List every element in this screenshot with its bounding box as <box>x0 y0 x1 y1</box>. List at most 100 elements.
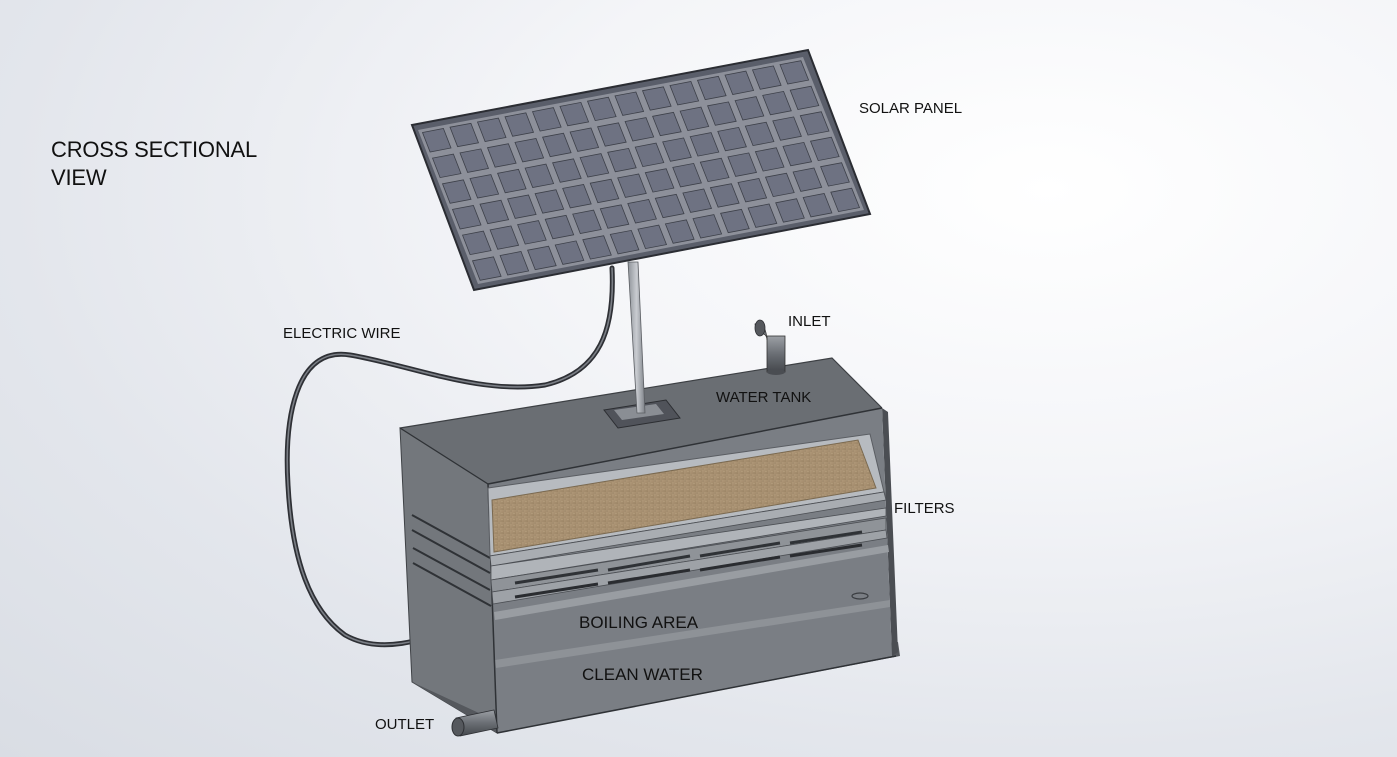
label-inlet: INLET <box>788 313 831 330</box>
solar-cell <box>672 162 702 188</box>
solar-cell <box>504 112 535 137</box>
solar-cell <box>775 198 805 223</box>
solar-cell <box>727 152 758 177</box>
solar-cell <box>586 96 617 122</box>
solar-cell <box>724 70 755 95</box>
solar-cell <box>542 132 572 158</box>
label-water-tank: WATER TANK <box>716 389 812 406</box>
solar-cell <box>820 162 850 187</box>
solar-cell <box>682 188 713 213</box>
solar-cell <box>459 148 490 173</box>
diagram-title: CROSS SECTIONAL VIEW <box>51 136 257 192</box>
solar-cell <box>544 214 575 240</box>
label-clean-water: CLEAN WATER <box>582 665 703 684</box>
solar-cell <box>489 225 520 250</box>
solar-cell <box>589 178 620 204</box>
solar-panel <box>410 48 872 292</box>
solar-cell <box>699 157 730 183</box>
solar-cell <box>799 111 830 136</box>
solar-cell <box>830 187 861 213</box>
solar-cell <box>624 117 655 142</box>
solar-cell <box>679 106 710 131</box>
solar-cell <box>792 167 823 192</box>
solar-cell <box>534 189 565 214</box>
solar-cell <box>471 256 502 281</box>
solar-cell <box>644 168 675 193</box>
solar-cell <box>782 141 813 167</box>
solar-cell <box>461 230 492 256</box>
solar-cell <box>499 251 530 276</box>
solar-cell <box>809 136 840 162</box>
label-solar-panel: SOLAR PANEL <box>859 100 963 117</box>
solar-cell <box>431 153 462 179</box>
solar-pole <box>627 261 646 414</box>
solar-cell <box>707 101 737 126</box>
solar-cell <box>507 194 537 219</box>
solar-cell <box>747 203 778 228</box>
sand-filter-layer <box>491 439 877 553</box>
solar-cell <box>524 163 555 188</box>
solar-cell <box>514 138 545 163</box>
solar-cell <box>669 81 700 106</box>
filters <box>487 433 888 605</box>
solar-cell <box>654 193 685 219</box>
label-outlet: OUTLET <box>375 716 435 733</box>
inlet-pipe <box>754 319 786 375</box>
solar-cell <box>451 205 482 230</box>
solar-cell <box>762 90 792 116</box>
solar-cell <box>696 75 727 101</box>
solar-cell <box>689 132 720 157</box>
solar-cell <box>497 168 527 194</box>
solar-cell <box>614 91 645 116</box>
solar-cell <box>634 142 665 168</box>
solar-cell <box>579 153 610 178</box>
solar-cell <box>664 219 695 244</box>
solar-cell <box>751 65 782 90</box>
solar-cell <box>802 193 833 218</box>
solar-cell <box>609 229 640 255</box>
solar-cell <box>449 122 480 148</box>
solar-cell <box>734 96 765 121</box>
solar-cell <box>421 128 452 153</box>
solar-cell <box>582 235 612 260</box>
solar-cell <box>737 178 768 203</box>
label-filters: FILTERS <box>894 500 955 517</box>
solar-cell <box>627 199 657 224</box>
solar-cell <box>517 220 547 245</box>
solar-cell <box>652 111 682 137</box>
solar-cell <box>554 240 585 265</box>
side-vents <box>411 514 492 607</box>
solar-cell <box>720 208 750 234</box>
solar-cell <box>662 137 692 162</box>
solar-cell <box>754 147 785 172</box>
solar-cell <box>441 179 472 204</box>
solar-cell <box>552 158 582 183</box>
title-line-2: VIEW <box>51 165 107 190</box>
solar-cell <box>641 86 672 111</box>
label-electric-wire: ELECTRIC WIRE <box>283 325 401 342</box>
solar-cell <box>597 122 627 147</box>
solar-cell <box>527 245 557 271</box>
solar-cell <box>476 117 507 142</box>
solar-cell <box>479 199 510 225</box>
solar-cell <box>717 126 747 152</box>
solar-cell <box>531 107 562 132</box>
solar-cell <box>572 209 602 234</box>
label-boiling-area: BOILING AREA <box>579 613 699 632</box>
solar-cell <box>469 174 500 199</box>
solar-cell <box>779 60 810 85</box>
solar-cell <box>789 85 820 110</box>
solar-cell <box>607 147 637 173</box>
solar-cell <box>709 183 740 208</box>
solar-cell <box>772 116 802 141</box>
solar-cell <box>562 184 592 209</box>
title-line-1: CROSS SECTIONAL <box>51 137 258 162</box>
solar-cell <box>692 214 723 239</box>
outlet-pipe <box>451 709 499 737</box>
solar-cell <box>744 121 775 147</box>
solar-cell <box>486 143 517 168</box>
solar-cell <box>599 204 630 229</box>
solar-cell <box>764 172 795 198</box>
solar-cell <box>559 101 590 127</box>
